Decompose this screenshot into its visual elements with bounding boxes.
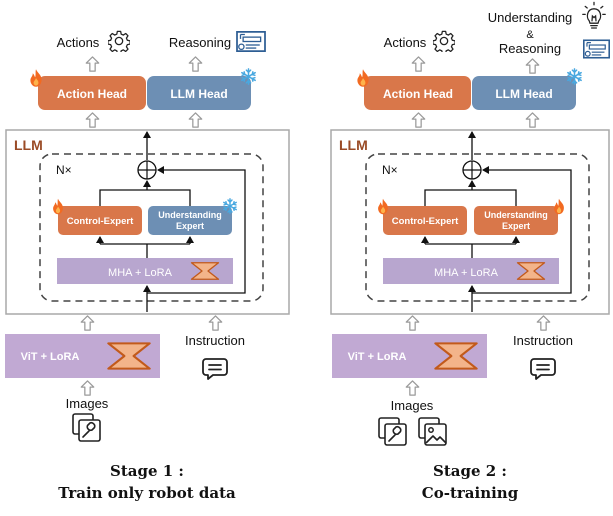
stage2-understanding-expert-label-1: Understanding <box>484 210 548 220</box>
stage2-understanding-output-label: Understanding <box>488 10 573 25</box>
stage2-caption-line1: Stage 2 : <box>433 462 507 480</box>
hollow-up-arrow-icon <box>411 56 426 72</box>
flame-icon <box>30 69 42 87</box>
hollow-up-arrow-icon <box>405 315 420 331</box>
stage2-llm-head-label: LLM Head <box>495 87 552 101</box>
stage2-repeat-label: N× <box>382 163 398 177</box>
stage1-action-head-label: Action Head <box>57 87 127 101</box>
stage-1-panel: Actions Reasoning Action Head LLM Head L… <box>5 30 290 502</box>
stage2-actions-output-label: Actions <box>384 35 427 50</box>
flame-icon <box>357 69 369 87</box>
stage2-llm-box <box>330 129 610 315</box>
chat-icon <box>202 358 228 380</box>
stage1-caption-line2: Train only robot data <box>58 484 236 502</box>
stage1-understanding-expert-label-2: Expert <box>176 221 204 231</box>
stage1-caption-line1: Stage 1 : <box>110 462 184 480</box>
light-bulb-icon <box>582 1 606 29</box>
stage1-action-head <box>38 76 146 110</box>
stage1-understanding-expert-label-1: Understanding <box>158 210 222 220</box>
stage1-actions-output-label: Actions <box>57 35 100 50</box>
hollow-up-arrow-icon <box>525 112 540 128</box>
hollow-up-arrow-icon <box>208 315 223 331</box>
stage2-transformer-block <box>365 153 590 302</box>
stage1-reasoning-output-label: Reasoning <box>169 35 231 50</box>
hollow-up-arrow-icon <box>85 112 100 128</box>
stage1-control-expert <box>58 206 142 235</box>
hollow-up-arrow-icon <box>80 380 95 396</box>
hollow-up-arrow-icon <box>411 112 426 128</box>
residual-connection <box>472 166 572 294</box>
gear-icon <box>108 30 130 52</box>
robot-image-icon <box>378 417 407 446</box>
stage-2-panel: Actions Understanding & Reasoning Action… <box>330 1 610 502</box>
stage1-llm-label: LLM <box>14 137 43 153</box>
stage2-mha-lora-label: MHA + LoRA <box>434 267 499 279</box>
residual-connection <box>147 166 246 294</box>
hollow-up-arrow-icon <box>188 56 203 72</box>
stage2-action-head-label: Action Head <box>383 87 453 101</box>
stage1-repeat-label: N× <box>56 163 72 177</box>
expert-merge-lines <box>99 189 191 206</box>
stage2-llm-head <box>472 76 576 110</box>
stage2-caption-line2: Co-training <box>422 484 519 502</box>
hollow-up-arrow-icon <box>405 380 420 396</box>
stage1-llm-head <box>147 76 251 110</box>
stage1-instruction-label: Instruction <box>185 333 245 348</box>
expert-merge-lines <box>424 189 517 206</box>
stage2-understanding-expert-label-2: Expert <box>502 221 530 231</box>
robot-image-icon <box>72 413 101 442</box>
stage2-action-head <box>364 76 471 110</box>
stage1-vit-lora-label: ViT + LoRA <box>21 351 80 363</box>
stage2-vit-lora-label: ViT + LoRA <box>348 351 407 363</box>
hollow-up-arrow-icon <box>188 112 203 128</box>
stage1-llm-head-label: LLM Head <box>170 87 227 101</box>
certificate-icon <box>583 39 610 59</box>
stage1-transformer-block <box>39 153 264 302</box>
stage2-control-expert-label: Control-Expert <box>392 216 459 227</box>
stage2-instruction-label: Instruction <box>513 333 573 348</box>
stage1-understanding-expert <box>148 206 232 235</box>
stage1-images-label: Images <box>66 396 109 411</box>
stage2-understanding-expert <box>474 206 558 235</box>
stage2-ampersand-label: & <box>526 29 534 41</box>
hollow-up-arrow-icon <box>525 58 540 74</box>
hollow-up-arrow-icon <box>536 315 551 331</box>
picture-image-icon <box>418 417 447 446</box>
stage1-mha-lora-label: MHA + LoRA <box>108 267 173 279</box>
hollow-up-arrow-icon <box>85 56 100 72</box>
stage2-images-label: Images <box>391 398 434 413</box>
chat-icon <box>530 358 556 380</box>
stage2-control-expert <box>383 206 467 235</box>
stage1-control-expert-label: Control-Expert <box>67 216 134 227</box>
stage2-llm-label: LLM <box>339 137 368 153</box>
certificate-icon <box>236 31 266 52</box>
hollow-up-arrow-icon <box>80 315 95 331</box>
gear-icon <box>433 30 455 52</box>
stage2-reasoning-output-label: Reasoning <box>499 41 561 56</box>
